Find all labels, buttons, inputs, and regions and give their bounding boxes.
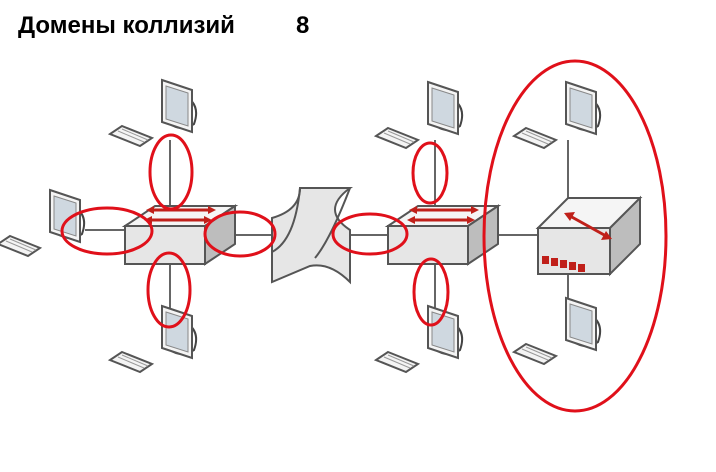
collision-domain-ellipse: [60, 206, 154, 256]
hub-icon: [535, 195, 643, 277]
collision-domain-ellipse: [482, 59, 668, 413]
pc-icon: [513, 297, 602, 365]
collision-domain-ellipse: [412, 257, 450, 327]
collision-domain-count: 8: [296, 12, 310, 39]
collision-domain-ellipse: [203, 210, 277, 258]
collision-domain-ellipse: [148, 133, 194, 211]
collision-domain-ellipse: [331, 212, 409, 256]
pc-icon: [109, 79, 198, 147]
diagram-title: Домены коллизий: [18, 12, 235, 39]
bridge-icon: [271, 187, 354, 285]
collision-domain-highlights: [60, 59, 668, 413]
switch-icon: [386, 204, 500, 266]
collision-domain-ellipse: [146, 251, 192, 329]
pc-icon: [513, 81, 602, 149]
collision-domain-ellipse: [411, 141, 449, 205]
pc-icon: [375, 81, 464, 149]
